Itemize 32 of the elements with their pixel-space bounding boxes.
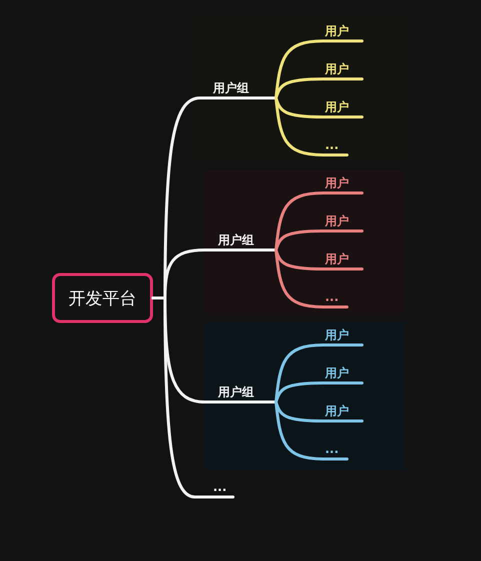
branch-line bbox=[274, 382, 364, 404]
branch-line bbox=[274, 230, 364, 252]
branch-label: 用户 bbox=[325, 63, 349, 75]
branch-line bbox=[274, 344, 364, 404]
group-panel bbox=[205, 322, 405, 470]
branch-label: 用户组 bbox=[218, 234, 254, 246]
branch-label: 用户组 bbox=[213, 82, 249, 94]
branch-label: 用户 bbox=[325, 215, 349, 227]
branch-label: 用户 bbox=[325, 367, 349, 379]
branch-line bbox=[274, 40, 364, 100]
branch-label: 用户 bbox=[325, 25, 349, 37]
branch-line bbox=[274, 192, 364, 252]
branch-line bbox=[274, 78, 364, 100]
branch-label: 用户 bbox=[325, 177, 349, 189]
branch-label: ... bbox=[325, 443, 339, 455]
branch-line bbox=[274, 248, 348, 308]
topic-box: 开发平台 bbox=[52, 273, 153, 323]
branch-line bbox=[274, 96, 348, 156]
branch-label: 用户 bbox=[325, 329, 349, 341]
branch-line bbox=[152, 296, 234, 498]
branch-label: ... bbox=[325, 291, 339, 303]
branch-label: ... bbox=[213, 481, 227, 493]
branch-label: 用户 bbox=[325, 405, 349, 417]
branch-line bbox=[274, 400, 364, 422]
branch-label: ... bbox=[325, 139, 339, 151]
group-panel bbox=[205, 170, 403, 315]
branch-line bbox=[274, 96, 364, 118]
branch-label: 用户 bbox=[325, 253, 349, 265]
branch-label: 用户组 bbox=[218, 386, 254, 398]
branch-line bbox=[274, 400, 348, 460]
branch-line bbox=[274, 248, 364, 270]
branch-label: 用户 bbox=[325, 101, 349, 113]
